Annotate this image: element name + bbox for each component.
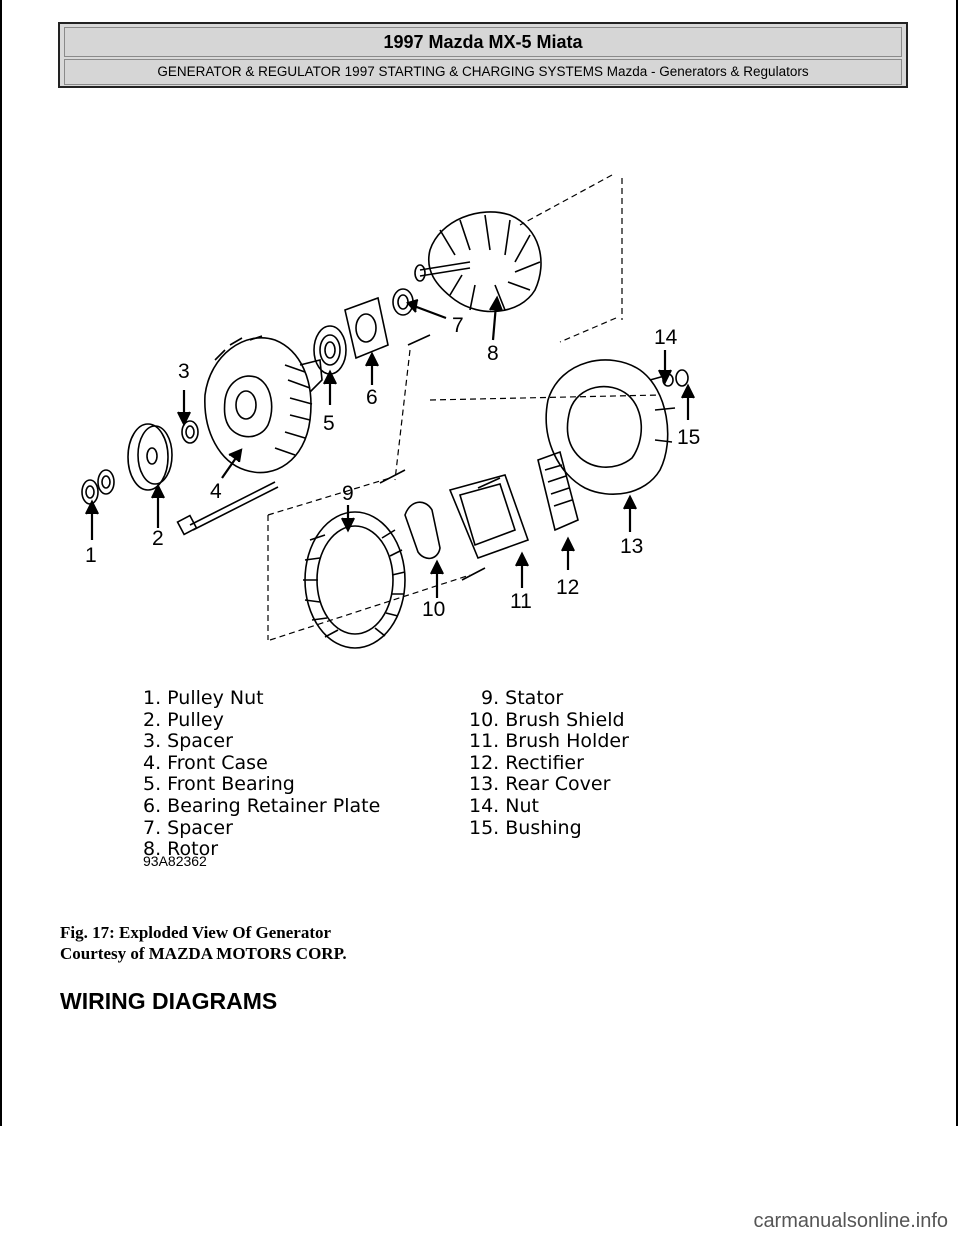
callout-9: 9 xyxy=(342,482,354,505)
legend-left: 1. Pulley Nut 2. Pulley 3. Spacer 4. Fro… xyxy=(143,687,381,861)
legend-item: 6. Bearing Retainer Plate xyxy=(143,794,381,817)
callout-2: 2 xyxy=(152,527,164,550)
document-header: 1997 Mazda MX-5 Miata GENERATOR & REGULA… xyxy=(58,22,908,88)
callout-5: 5 xyxy=(323,412,335,435)
callout-12: 12 xyxy=(556,576,579,599)
document-title: 1997 Mazda MX-5 Miata xyxy=(64,27,902,57)
callout-11: 11 xyxy=(510,590,532,613)
callout-1: 1 xyxy=(85,544,97,567)
legend-item: 13. Rear Cover xyxy=(469,773,611,796)
section-heading: WIRING DIAGRAMS xyxy=(60,988,278,1014)
legend-item: 5. Front Bearing xyxy=(143,773,295,796)
document-subtitle: GENERATOR & REGULATOR 1997 STARTING & CH… xyxy=(64,59,902,85)
callout-6: 6 xyxy=(366,386,378,409)
callout-3: 3 xyxy=(178,360,190,383)
alignment-lines xyxy=(267,174,661,641)
watermark-link[interactable]: carmanualsonline.info xyxy=(753,1210,948,1232)
callout-14: 14 xyxy=(654,326,678,349)
callout-15: 15 xyxy=(677,426,700,449)
callout-4: 4 xyxy=(210,480,222,503)
legend-item: 9. Stator xyxy=(481,687,564,709)
legend-item: 12. Rectifier xyxy=(469,751,584,774)
exploded-view-illustration: 1 2 3 4 5 6 7 8 9 10 11 12 13 14 15 xyxy=(81,174,700,649)
figure-caption: Fig. 17: Exploded View Of Generator Cour… xyxy=(60,922,347,964)
callout-10: 10 xyxy=(422,598,445,621)
caption-credit: Courtesy of MAZDA MOTORS CORP. xyxy=(60,944,347,963)
legend-item: 11. Brush Holder xyxy=(469,730,629,753)
legend-item: 1. Pulley Nut xyxy=(143,687,264,709)
legend-right: 9. Stator 10. Brush Shield 11. Brush Hol… xyxy=(469,687,629,839)
legend-item: 14. Nut xyxy=(469,794,539,817)
figure-code: 93A82362 xyxy=(143,853,207,869)
legend-item: 10. Brush Shield xyxy=(469,708,625,731)
caption-title: Fig. 17: Exploded View Of Generator xyxy=(60,923,332,942)
legend-item: 3. Spacer xyxy=(143,730,233,753)
legend-item: 15. Bushing xyxy=(469,816,582,839)
legend-item: 8. Rotor xyxy=(143,838,219,861)
legend-item: 7. Spacer xyxy=(143,816,233,839)
callout-7: 7 xyxy=(452,314,464,337)
callout-13: 13 xyxy=(620,535,643,558)
legend-item: 4. Front Case xyxy=(143,751,268,774)
legend-item: 2. Pulley xyxy=(143,708,224,731)
page-frame xyxy=(0,0,958,1126)
callout-8: 8 xyxy=(487,342,499,365)
